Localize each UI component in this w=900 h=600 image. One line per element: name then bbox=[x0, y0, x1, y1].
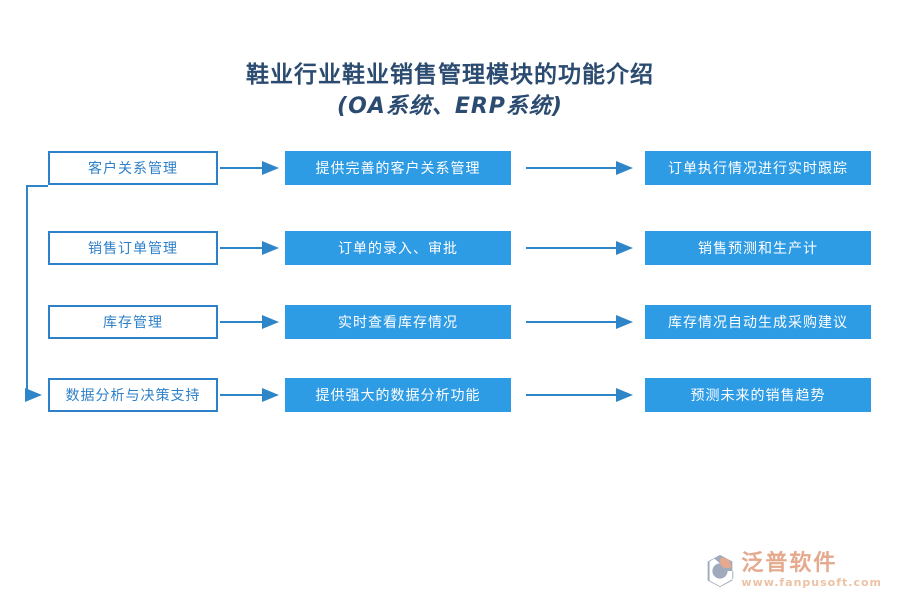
module-box-crm: 客户关系管理 bbox=[48, 151, 218, 185]
benefit-box-sales-forecast: 销售预测和生产计 bbox=[645, 231, 871, 265]
arrow-elbow-crm-to-data-analysis bbox=[25, 185, 48, 402]
feature-box-order-entry: 订单的录入、审批 bbox=[285, 231, 511, 265]
feature-box-analysis-tools: 提供强大的数据分析功能 bbox=[285, 378, 511, 412]
watermark-texts: 泛普软件 www.fanpusoft.com bbox=[741, 551, 882, 590]
benefit-box-trend-forecast: 预测未来的销售趋势 bbox=[645, 378, 871, 412]
feature-box-inventory-view: 实时查看库存情况 bbox=[285, 305, 511, 339]
brand-website: www.fanpusoft.com bbox=[741, 576, 882, 589]
watermark-footer: 泛普软件 www.fanpusoft.com bbox=[701, 552, 882, 590]
brand-name: 泛普软件 bbox=[741, 551, 838, 576]
module-box-sales-order: 销售订单管理 bbox=[48, 231, 218, 265]
module-box-data-analysis: 数据分析与决策支持 bbox=[48, 378, 218, 412]
benefit-box-order-tracking: 订单执行情况进行实时跟踪 bbox=[645, 151, 871, 185]
benefit-box-purchase-advice: 库存情况自动生成采购建议 bbox=[645, 305, 871, 339]
feature-box-crm: 提供完善的客户关系管理 bbox=[285, 151, 511, 185]
fanpu-logo-icon bbox=[708, 554, 734, 588]
page-subtitle: (OA系统、ERP系统) bbox=[337, 94, 563, 119]
page-title: 鞋业行业鞋业销售管理模块的功能介绍 bbox=[246, 62, 654, 88]
module-box-inventory: 库存管理 bbox=[48, 305, 218, 339]
